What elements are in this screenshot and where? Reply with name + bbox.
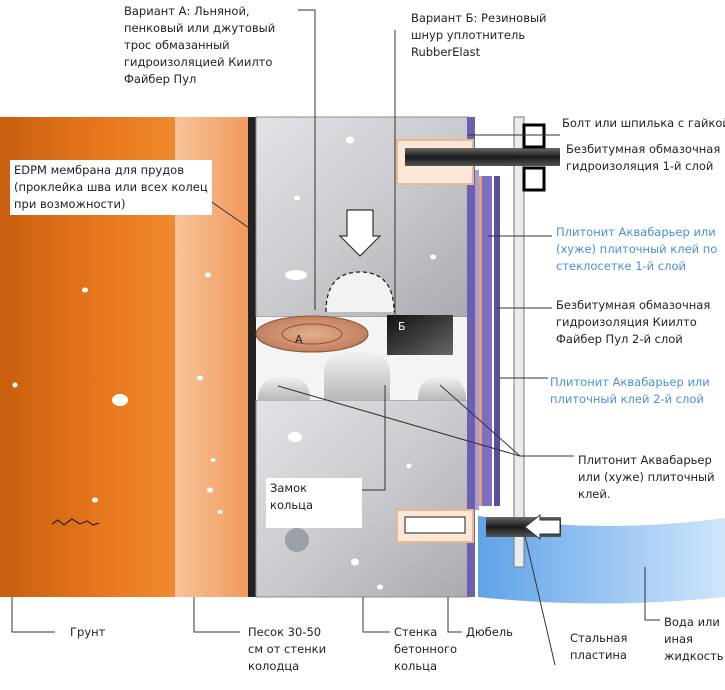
marker-b: Б [398, 320, 406, 333]
steel-plate [513, 116, 525, 568]
coating-layer-2 [482, 176, 492, 506]
marker-a: А [295, 333, 303, 346]
label-edpm: EDPM мембрана для прудов (проклейка шва … [10, 160, 212, 215]
label-bolt: Болт или шпилька с гайкой [562, 116, 725, 130]
left-arrow-icon [524, 513, 561, 541]
coating-layer-1 [467, 117, 475, 597]
ring-lock-tongue [325, 271, 395, 313]
label-ground: Грунт [70, 625, 106, 639]
upper-bolt [405, 148, 560, 166]
label-coating-1: Безбитумная обмазочная гидроизоляция 1-й… [566, 142, 721, 173]
label-coating-2: Безбитумная обмазочная гидроизоляция Кии… [556, 298, 711, 346]
lower-dowel-core [404, 516, 466, 534]
label-plitonit-2: Плитонит Аквабарьер или плиточный клей 2… [550, 375, 710, 406]
label-steel-plate: Стальная пластина [570, 631, 628, 662]
label-sand: Песок 30-50 см от стенки колодца [248, 625, 327, 673]
leader-lines [11, 9, 660, 666]
label-wall: Стенка бетонного кольца [394, 625, 458, 673]
variant-a-rope-seal [255, 315, 369, 353]
plitonit-layer-2 [494, 176, 500, 506]
fiberglass-mesh [479, 176, 482, 506]
label-variant-b: Вариант Б: Резиновый шнур уплотнитель Ru… [411, 11, 547, 59]
variant-b-rubber-seal [387, 315, 453, 355]
label-plitonit-3: Плитонит Аквабарьер или (хуже) плиточный… [578, 453, 715, 501]
label-variant-a: Вариант А: Льняной, пенковый или джутовы… [124, 4, 276, 86]
lower-ring-bump-center [324, 352, 390, 400]
soil-crack [51, 518, 100, 526]
label-dowel: Дюбель [466, 625, 513, 639]
label-water: Вода или иная жидкость [664, 615, 724, 663]
lower-ring-bump-right [418, 376, 466, 400]
bolt-nut-bottom [522, 166, 546, 192]
edpm-membrane [248, 117, 256, 597]
bolt-nut-top [522, 123, 546, 149]
plitonit-layer-1 [475, 170, 479, 510]
label-plitonit-1: Плитонит Аквабарьер или (хуже) плиточный… [556, 225, 718, 273]
label-ring-lock: Замок кольца [266, 478, 362, 528]
down-arrow-icon [338, 209, 382, 257]
